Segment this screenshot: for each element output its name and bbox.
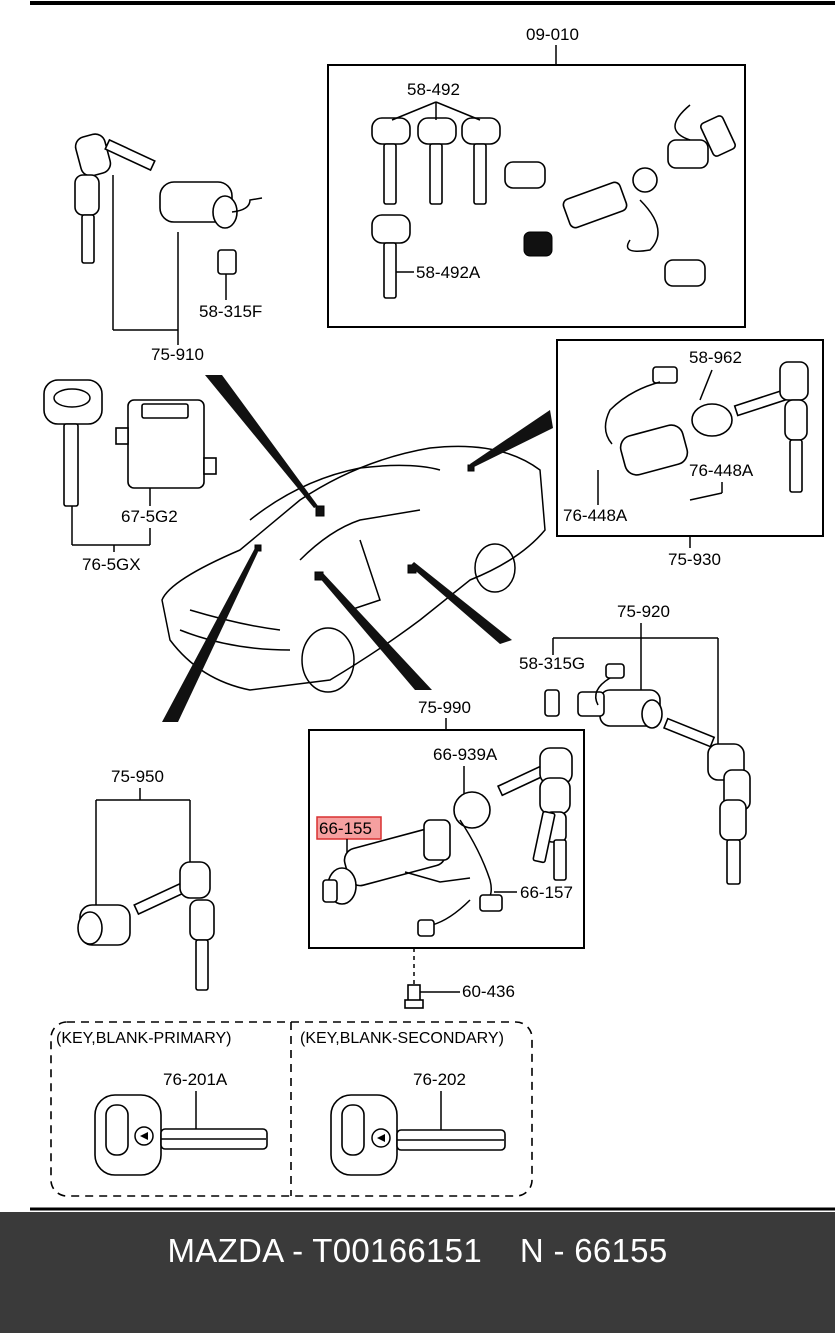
label-75-950: 75-950 xyxy=(111,767,164,786)
label-76-5gx: 76-5GX xyxy=(82,555,141,574)
label-76-448a-left: 76-448A xyxy=(563,506,628,525)
label-75-930: 75-930 xyxy=(668,550,721,569)
key-76-5gx xyxy=(43,379,103,507)
label-76-448a-right: 76-448A xyxy=(689,461,754,480)
label-09-010: 09-010 xyxy=(526,25,579,44)
blank-primary-title: (KEY,BLANK-PRIMARY) xyxy=(56,1030,231,1047)
ring-66-939a xyxy=(453,791,491,829)
assembly-75-920: 75-920 58-315G xyxy=(519,602,751,885)
door-cylinder-75-920 xyxy=(577,663,663,729)
key-blank-primary xyxy=(94,1094,268,1176)
label-75-910: 75-910 xyxy=(151,345,204,364)
label-58-962: 58-962 xyxy=(689,348,742,367)
key-75-910 xyxy=(74,133,156,264)
callout-wedges xyxy=(162,375,553,722)
blank-secondary-title: (KEY,BLANK-SECONDARY) xyxy=(300,1030,504,1047)
bolt-60-436: 60-436 xyxy=(404,948,515,1009)
key-blank-secondary xyxy=(330,1094,506,1176)
label-76-201a: 76-201A xyxy=(163,1070,228,1089)
key-75-950 xyxy=(133,861,215,991)
key-75-990 xyxy=(496,747,573,881)
assembly-75-910: 58-315F 75-910 xyxy=(74,133,263,364)
key-75-920 xyxy=(662,717,751,885)
key-58-492a xyxy=(371,214,414,299)
label-75-990: 75-990 xyxy=(418,698,471,717)
assembly-75-930: 58-962 76-448A 76-448A 75-930 xyxy=(556,339,824,569)
key-set-58-492 xyxy=(371,101,501,205)
footer-part-number: MAZDA - T00166151 N - 66155 xyxy=(167,1232,668,1269)
trunk-cylinder xyxy=(604,361,809,493)
assembly-76-5gx: 67-5G2 76-5GX xyxy=(43,379,217,574)
label-76-202: 76-202 xyxy=(413,1070,466,1089)
label-58-492a: 58-492A xyxy=(416,263,481,282)
assembly-09-010: 09-010 58-492 58-492A xyxy=(327,25,746,328)
label-66-939a: 66-939A xyxy=(433,745,498,764)
ignition-lock-66-155 xyxy=(322,819,471,905)
footer-bar: MAZDA - T00166151 N - 66155 xyxy=(0,1212,835,1333)
label-66-157: 66-157 xyxy=(520,883,573,902)
label-67-5g2: 67-5G2 xyxy=(121,507,178,526)
harness-66-157 xyxy=(417,819,503,937)
label-75-920: 75-920 xyxy=(617,602,670,621)
assembly-75-990: 75-990 66-939A 66-155 66-157 xyxy=(308,698,585,949)
label-58-315f: 58-315F xyxy=(199,302,262,321)
assembly-75-950: 75-950 xyxy=(77,767,215,991)
label-66-155: 66-155 xyxy=(319,819,372,838)
cylinder-75-910 xyxy=(159,181,263,300)
label-58-315g: 58-315G xyxy=(519,654,585,673)
label-58-492: 58-492 xyxy=(407,80,460,99)
label-60-436: 60-436 xyxy=(462,982,515,1001)
module-67-5g2 xyxy=(115,399,217,489)
lock-parts-09-010 xyxy=(504,104,736,287)
parts-diagram: 09-010 58-492 58-492A xyxy=(30,1,835,1211)
car-illustration xyxy=(161,445,546,693)
key-blank-section: (KEY,BLANK-PRIMARY) (KEY,BLANK-SECONDARY… xyxy=(50,1021,533,1197)
highlight-66-155 xyxy=(316,816,382,840)
cylinder-75-950 xyxy=(77,904,131,946)
